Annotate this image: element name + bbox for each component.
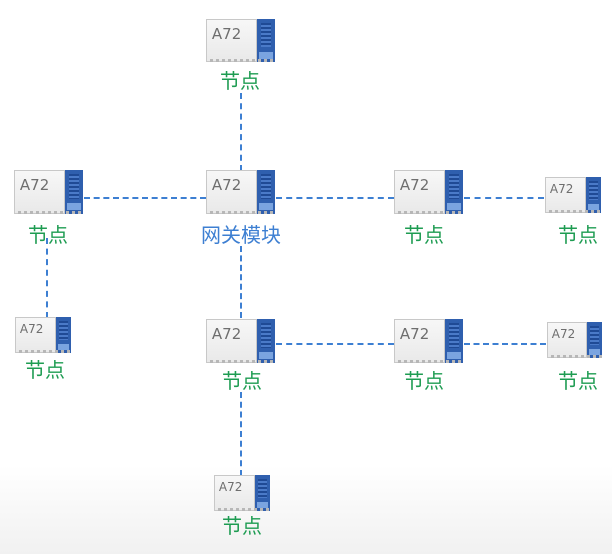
module-pads xyxy=(398,360,463,363)
module-chip-text: A72 xyxy=(218,480,243,495)
module-pads xyxy=(549,210,601,213)
module-pads xyxy=(19,350,71,353)
module-node-lower-right: A72 xyxy=(394,319,463,363)
module-chip-text: A72 xyxy=(211,325,242,344)
module-chip-text: A72 xyxy=(399,325,430,344)
module-chip-text: A72 xyxy=(211,24,242,43)
link-gateway-center-node xyxy=(240,246,242,318)
link-center-node-bottom-node xyxy=(240,392,242,476)
link-gateway-top-node xyxy=(240,93,242,171)
node-label: 节点 xyxy=(220,69,260,93)
node-label: 节点 xyxy=(404,369,444,393)
module-chip-text: A72 xyxy=(399,176,430,195)
antenna-icon xyxy=(445,319,463,363)
module-chip-text: A72 xyxy=(549,182,574,197)
antenna-icon xyxy=(255,475,270,511)
link-left-node-gateway xyxy=(84,197,206,199)
link-lower-right-far-right-node xyxy=(464,343,546,345)
antenna-icon xyxy=(445,170,463,214)
module-node-bottom: A72 xyxy=(214,475,270,511)
module-chip-text: A72 xyxy=(19,176,50,195)
node-label: 节点 xyxy=(222,369,262,393)
module-chip-text: A72 xyxy=(211,176,242,195)
module-pads xyxy=(18,211,83,214)
module-node-lower-left: A72 xyxy=(15,317,71,353)
module-node-left: A72 xyxy=(14,170,83,214)
node-label: 节点 xyxy=(558,223,598,247)
antenna-icon xyxy=(257,319,275,363)
module-pads xyxy=(210,211,275,214)
module-pads xyxy=(551,355,602,358)
module-pads xyxy=(210,59,275,62)
antenna-icon xyxy=(587,322,602,358)
link-gateway-mid-right-node xyxy=(276,197,394,199)
node-label: 节点 xyxy=(404,223,444,247)
antenna-icon xyxy=(65,170,83,214)
module-node-top: A72 xyxy=(206,19,275,62)
link-mid-right-far-right-node xyxy=(464,197,544,199)
link-left-node-lower-left-node xyxy=(46,238,48,318)
antenna-icon xyxy=(56,317,71,353)
node-label: 节点 xyxy=(222,514,262,538)
node-label: 节点 xyxy=(25,358,65,382)
module-pads xyxy=(210,360,275,363)
node-label: 节点 xyxy=(558,369,598,393)
gateway-label: 网关模块 xyxy=(201,223,281,247)
node-label: 节点 xyxy=(28,223,68,247)
link-center-node-lower-right-node xyxy=(276,343,394,345)
module-chip-text: A72 xyxy=(551,327,576,342)
antenna-icon xyxy=(586,177,601,213)
module-node-lower-far-right: A72 xyxy=(547,322,602,358)
module-node-mid-right: A72 xyxy=(394,170,463,214)
module-node-center: A72 xyxy=(206,319,275,363)
antenna-icon xyxy=(257,19,275,62)
module-node-far-right: A72 xyxy=(545,177,601,213)
module-gateway: A72 xyxy=(206,170,275,214)
module-pads xyxy=(398,211,463,214)
module-pads xyxy=(218,508,270,511)
antenna-icon xyxy=(257,170,275,214)
module-chip-text: A72 xyxy=(19,322,44,337)
